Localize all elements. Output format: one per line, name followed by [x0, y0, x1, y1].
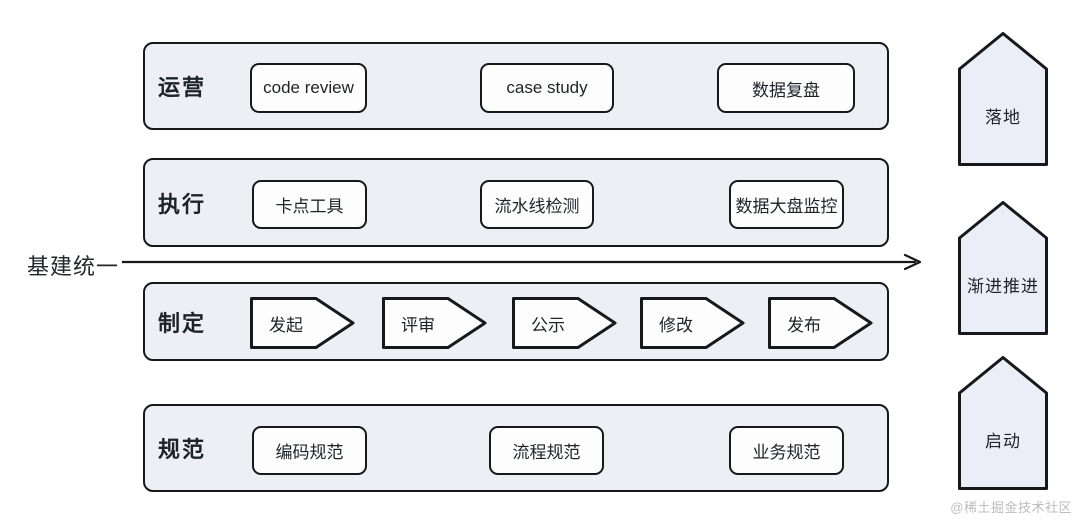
- swimlane-label: 执行: [158, 191, 207, 217]
- process-step-review: 评审: [382, 297, 487, 349]
- item-label: 业务规范: [752, 443, 821, 462]
- item-label: code review: [263, 78, 354, 97]
- swimlane-formulation: 制定 发起 评审 公示 修改: [143, 282, 889, 361]
- process-step-release: 发布: [768, 297, 873, 349]
- house-shape-icon: [958, 356, 1048, 490]
- stage-label: 落地: [985, 107, 1021, 127]
- watermark: @稀土掘金技术社区: [950, 500, 1072, 515]
- swimlane-label: 运营: [158, 75, 207, 100]
- item-data-review: 数据复盘: [717, 63, 855, 113]
- step-label: 公示: [531, 315, 565, 335]
- chevron-shape-icon: [512, 297, 617, 349]
- stage-landing: 落地: [958, 32, 1048, 166]
- item-business-standard: 业务规范: [729, 426, 844, 475]
- item-label: 数据复盘: [752, 80, 820, 100]
- axis-label: 基建统一: [27, 254, 120, 279]
- chevron-shape-icon: [640, 297, 745, 349]
- item-label: 流程规范: [512, 443, 581, 462]
- swimlane-execution: 执行 卡点工具 流水线检测 数据大盘监控: [143, 158, 889, 247]
- house-shape-icon: [958, 32, 1048, 166]
- house-shape-icon: [958, 201, 1048, 335]
- item-label: 卡点工具: [275, 197, 344, 216]
- item-checkpoint-tool: 卡点工具: [252, 180, 367, 229]
- item-process-standard: 流程规范: [489, 426, 604, 475]
- swimlane-label: 制定: [158, 310, 207, 336]
- timeline-arrow-icon: [122, 253, 922, 271]
- chevron-shape-icon: [250, 297, 355, 349]
- item-coding-standard: 编码规范: [252, 426, 367, 475]
- step-label: 发起: [269, 315, 303, 335]
- item-pipeline-check: 流水线检测: [480, 180, 594, 229]
- stage-label: 渐进推进: [967, 276, 1039, 296]
- item-label: 流水线检测: [494, 197, 580, 216]
- swimlane-operation: 运营 code review case study 数据复盘: [143, 42, 889, 130]
- swimlane-label: 规范: [158, 437, 207, 462]
- chevron-shape-icon: [768, 297, 873, 349]
- process-step-publicize: 公示: [512, 297, 617, 349]
- item-case-study: case study: [480, 63, 614, 113]
- stage-progressive-advance: 渐进推进: [958, 201, 1048, 335]
- item-dashboard-monitor: 数据大盘监控: [729, 180, 844, 229]
- item-label: case study: [506, 78, 588, 97]
- process-step-initiate: 发起: [250, 297, 355, 349]
- chevron-shape-icon: [382, 297, 487, 349]
- process-step-modify: 修改: [640, 297, 745, 349]
- step-label: 修改: [659, 315, 693, 335]
- item-label: 数据大盘监控: [735, 197, 838, 216]
- stage-label: 启动: [985, 431, 1021, 451]
- stage-startup: 启动: [958, 356, 1048, 490]
- step-label: 评审: [401, 315, 435, 335]
- step-label: 发布: [787, 315, 821, 335]
- swimlane-standards: 规范 编码规范 流程规范 业务规范: [143, 404, 889, 492]
- item-code-review: code review: [250, 63, 367, 113]
- item-label: 编码规范: [275, 443, 344, 462]
